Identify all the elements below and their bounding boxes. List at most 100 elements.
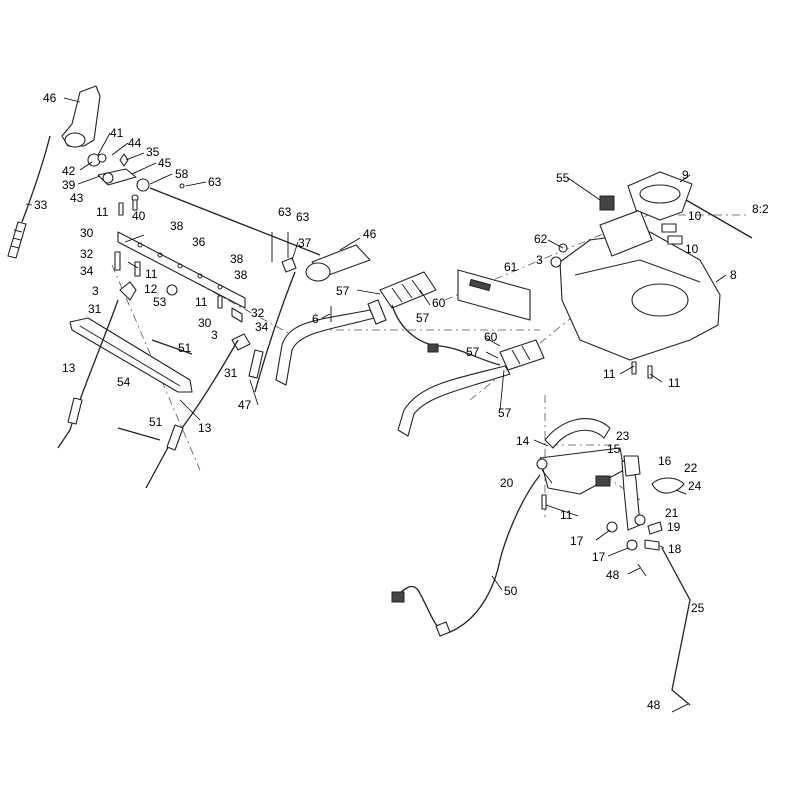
- callout-43: 43: [70, 191, 84, 205]
- callout-42: 42: [62, 164, 76, 178]
- callout-47: 47: [238, 398, 252, 412]
- callout-31: 31: [88, 302, 102, 316]
- callout-55: 55: [556, 171, 570, 185]
- leader-lines: [25, 97, 727, 713]
- callout-3: 3: [211, 328, 218, 342]
- callout-35: 35: [146, 145, 160, 159]
- cable-47: [254, 271, 296, 393]
- cover-14: [544, 418, 611, 449]
- knob-22: [651, 477, 685, 494]
- rod-25: [661, 547, 691, 706]
- callout-16: 16: [658, 454, 672, 468]
- callout-14: 14: [516, 434, 530, 448]
- switch-55: [599, 195, 615, 211]
- callout-11: 11: [195, 295, 208, 309]
- housing-assembly: [457, 171, 753, 379]
- callout-12: 12: [144, 282, 158, 296]
- callout-63: 63: [296, 210, 310, 224]
- callout-60: 60: [432, 296, 446, 310]
- bail-handle-54: [69, 317, 193, 393]
- callout-19: 19: [667, 520, 681, 534]
- lever-bracket-assembly: [114, 231, 297, 393]
- callout-6: 6: [312, 312, 319, 326]
- lower-handle-tube: [397, 365, 511, 437]
- cable-50: [391, 474, 541, 633]
- callout-24: 24: [688, 479, 702, 493]
- callout-11: 11: [96, 205, 109, 219]
- callout-61: 61: [504, 260, 518, 274]
- pin-18: [644, 539, 660, 551]
- callout-11: 11: [668, 376, 681, 390]
- callout-8: 8: [730, 268, 737, 282]
- callout-11: 11: [603, 367, 616, 381]
- label-plate-61: [457, 269, 531, 321]
- callout-57: 57: [466, 345, 480, 359]
- callout-3: 3: [92, 284, 99, 298]
- spring-37: [281, 257, 297, 273]
- rod-8-2: [685, 199, 753, 239]
- wire-harness-57: [391, 304, 501, 366]
- callout-58: 58: [175, 167, 189, 181]
- callout-22: 22: [684, 461, 698, 475]
- callout-3: 3: [536, 253, 543, 267]
- callout-48: 48: [647, 698, 661, 712]
- callout-17: 17: [592, 550, 606, 564]
- callout-38: 38: [170, 219, 184, 233]
- callout-44: 44: [128, 136, 142, 150]
- callout-38: 38: [230, 252, 244, 266]
- callout-60: 60: [484, 330, 498, 344]
- callout-34: 34: [80, 264, 94, 278]
- callout-34: 34: [255, 320, 269, 334]
- callout-21: 21: [665, 506, 679, 520]
- callout-46: 46: [43, 91, 57, 105]
- callout-30: 30: [80, 226, 94, 240]
- callout-37: 37: [298, 236, 312, 250]
- washer-17b: [626, 539, 638, 551]
- lever-31-right: [231, 333, 251, 351]
- connector-57: [427, 343, 439, 353]
- callout-36: 36: [192, 235, 206, 249]
- spring-19: [647, 521, 663, 535]
- handle-grip-46: [61, 85, 101, 147]
- callout-11: 11: [560, 508, 573, 522]
- callout-9: 9: [682, 168, 689, 182]
- callout-15: 15: [607, 442, 621, 456]
- callout-51: 51: [178, 341, 192, 355]
- callout-32: 32: [251, 306, 265, 320]
- callout-13: 13: [198, 421, 212, 435]
- switch-23: [623, 455, 641, 477]
- control-rod-36: [149, 187, 321, 256]
- callout-33: 33: [34, 198, 48, 212]
- callout-32: 32: [80, 247, 94, 261]
- callout-51: 51: [149, 415, 163, 429]
- callout-41: 41: [110, 126, 124, 140]
- callout-57: 57: [498, 406, 512, 420]
- washer-20: [536, 458, 548, 470]
- callout-45: 45: [158, 156, 172, 170]
- cable-33-spring: [7, 221, 27, 259]
- bail-handle-assembly: [57, 299, 239, 489]
- bolt-11: [118, 202, 124, 216]
- nut-43: [102, 172, 114, 184]
- callout-38: 38: [234, 268, 248, 282]
- callout-63: 63: [208, 175, 222, 189]
- lever-31-left: [119, 281, 137, 301]
- washer-17a: [606, 521, 618, 533]
- grip-handle-assembly: [7, 85, 321, 259]
- washer-21: [634, 514, 646, 526]
- callout-23: 23: [616, 429, 630, 443]
- callout-labels: 46 41 44 35 42 45 39 58 63 43 33 11 40 3…: [34, 91, 769, 712]
- callout-57: 57: [416, 311, 430, 325]
- callout-31: 31: [224, 366, 238, 380]
- callout-57: 57: [336, 284, 350, 298]
- cable-50-connector: [391, 591, 405, 603]
- callout-18: 18: [668, 542, 682, 556]
- handle-tube-assembly: [275, 244, 545, 437]
- callout-10: 10: [688, 209, 702, 223]
- callout-40: 40: [132, 209, 146, 223]
- callout-10: 10: [685, 242, 699, 256]
- clip-10-lower: [667, 235, 683, 245]
- part-53: [166, 284, 178, 296]
- control-bracket-assembly: [391, 418, 691, 706]
